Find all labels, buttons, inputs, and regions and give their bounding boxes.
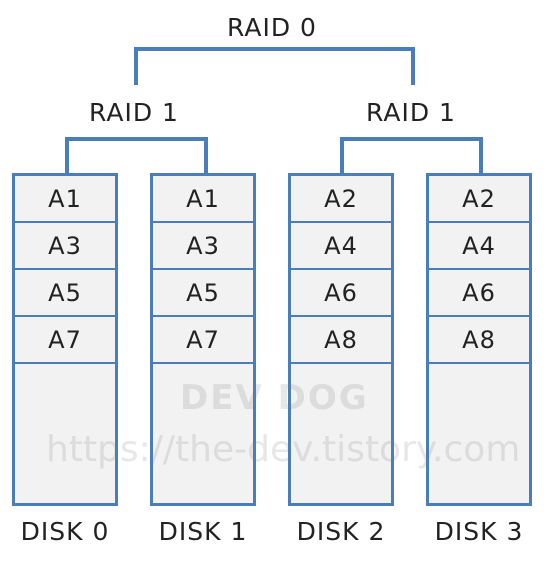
disk-block: A6 [291,270,391,317]
disk-0: A1 A3 A5 A7 [12,173,118,506]
disk-block: A2 [429,176,529,223]
disk-1: A1 A3 A5 A7 [150,173,256,506]
disk-block: A7 [15,317,115,364]
disk-label-1: DISK 1 [158,517,248,546]
disk-block: A8 [429,317,529,364]
disk-block: A3 [15,223,115,270]
raid0-label: RAID 0 [227,13,317,42]
watermark-logo: DEV DOG [180,378,369,418]
disk-block: A5 [15,270,115,317]
disk-block: A7 [153,317,253,364]
disk-block: A5 [153,270,253,317]
disk-2: A2 A4 A6 A8 [288,173,394,506]
disk-block: A1 [15,176,115,223]
disk-block: A6 [429,270,529,317]
disk-block: A1 [153,176,253,223]
raid1-group-label-left: RAID 1 [89,98,179,127]
raid1-connector-right [340,137,483,174]
disk-3: A2 A4 A6 A8 [426,173,532,506]
disk-block: A4 [291,223,391,270]
disk-block: A4 [429,223,529,270]
disk-label-2: DISK 2 [296,517,386,546]
watermark-url: https://the-dev.tistory.com [46,429,521,470]
disk-label-0: DISK 0 [20,517,110,546]
disk-label-3: DISK 3 [434,517,524,546]
raid1-connector-left [65,137,208,174]
raid1-group-label-right: RAID 1 [366,98,456,127]
disk-block: A2 [291,176,391,223]
disk-block: A3 [153,223,253,270]
disk-block: A8 [291,317,391,364]
raid0-connector [134,47,415,85]
